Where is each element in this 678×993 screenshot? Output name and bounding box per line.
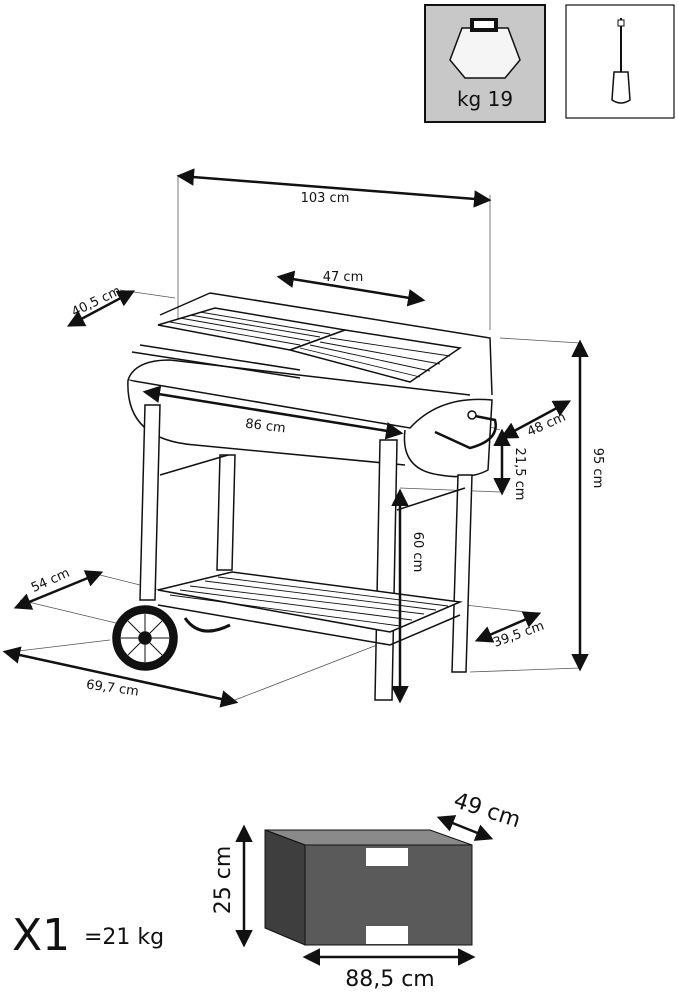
dim-base-depth: 54 cm — [29, 566, 72, 596]
dim-bowl-width: 86 cm — [244, 417, 286, 437]
box-handle-bottom — [366, 926, 408, 944]
tool-badge — [565, 4, 675, 119]
package-box — [264, 829, 473, 946]
wheel-icon — [112, 605, 178, 671]
dim-base-width: 69,7 cm — [85, 677, 139, 699]
package-weight: =21 kg — [84, 925, 164, 950]
dim-bowl-height: 21,5 cm — [512, 448, 527, 501]
screwdriver-icon — [611, 18, 631, 104]
package-width: 88,5 cm — [345, 967, 435, 992]
package-quantity: X1 — [12, 910, 70, 961]
box-handle-top — [366, 848, 408, 866]
weight-badge: kg 19 — [424, 4, 546, 123]
dim-leg-height: 60 cm — [410, 532, 425, 573]
weight-label: kg 19 — [457, 87, 513, 111]
barbecue-drawing — [9, 175, 581, 701]
package-arrows — [235, 815, 494, 966]
dimension-arrows — [2, 168, 589, 708]
weight-icon — [449, 18, 521, 79]
dim-grill-width: 47 cm — [323, 270, 364, 285]
dim-total-height: 95 cm — [590, 448, 605, 489]
package-height: 25 cm — [211, 846, 236, 915]
dim-total-width: 103 cm — [301, 191, 350, 206]
